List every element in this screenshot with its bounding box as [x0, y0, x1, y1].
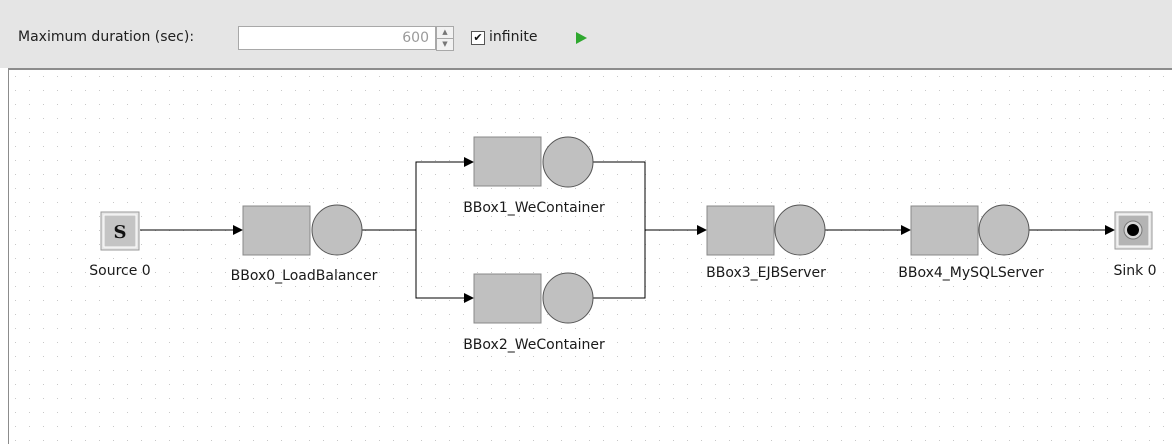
- sink-node[interactable]: [1114, 211, 1153, 250]
- model-canvas[interactable]: S Source 0 BBox0_LoadBalancer BBox1_WeCo…: [9, 70, 1172, 444]
- max-duration-label: Maximum duration (sec):: [18, 29, 195, 45]
- infinite-checkbox[interactable]: ✔: [471, 31, 485, 45]
- canvas-grid: [9, 70, 1172, 444]
- sink-label: Sink 0: [1113, 263, 1156, 279]
- source-glyph: S: [114, 222, 127, 243]
- box2-label: BBox2_WeContainer: [463, 337, 605, 353]
- box0-label: BBox0_LoadBalancer: [231, 268, 378, 284]
- duration-spinner[interactable]: 600 ▲ ▼: [238, 26, 456, 51]
- station-box4[interactable]: [910, 204, 1030, 256]
- toolbar-divider: [8, 68, 1172, 70]
- station-box0[interactable]: [242, 204, 363, 256]
- edge-box2-to-box3: [593, 230, 646, 299]
- duration-value: 600: [402, 30, 429, 46]
- station-box1[interactable]: [473, 136, 594, 188]
- spinner-buttons: ▲ ▼: [436, 26, 454, 51]
- station-box3[interactable]: [706, 204, 826, 256]
- box3-label: BBox3_EJBServer: [706, 265, 826, 281]
- edge-box1-to-box3: [593, 161, 707, 235]
- source-node[interactable]: S: [100, 211, 140, 251]
- source-label: Source 0: [89, 263, 150, 279]
- play-icon[interactable]: [573, 30, 589, 46]
- box1-label: BBox1_WeContainer: [463, 200, 605, 216]
- edge-box0-to-box2: [415, 230, 474, 303]
- edge-box0-to-box1: [362, 157, 474, 231]
- duration-input[interactable]: 600: [238, 26, 436, 50]
- station-box2[interactable]: [473, 272, 594, 324]
- box4-label: BBox4_MySQLServer: [898, 265, 1044, 281]
- spinner-down-button[interactable]: ▼: [436, 38, 454, 51]
- connections: [140, 157, 1115, 303]
- canvas-left-border: [8, 68, 9, 444]
- infinite-label[interactable]: infinite: [489, 29, 538, 45]
- toolbar: Maximum duration (sec): 600 ▲ ▼ ✔ infini…: [0, 0, 1172, 68]
